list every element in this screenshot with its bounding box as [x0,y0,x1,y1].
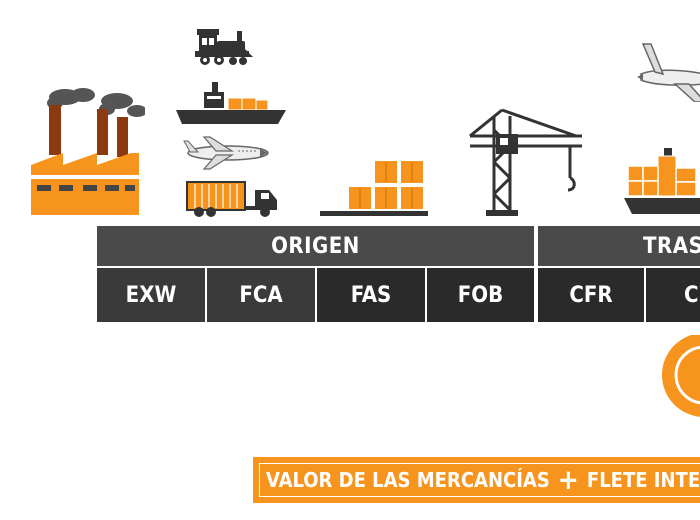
value-right-text: FLETE INTERNACION [586,468,700,492]
term-fob: FOB [427,268,534,322]
ship-icon [174,78,288,128]
airplane-icon [180,135,272,171]
factory-icon [27,85,145,217]
airplane-large-icon [635,40,700,102]
container-ship-icon [624,146,700,220]
value-formula-inner: VALOR DE LAS MERCANCÍAS + FLETE INTERNAC… [259,463,700,497]
term-fca: FCA [207,268,315,322]
origen-bar: ORIGEN [97,226,534,266]
term-exw: EXW [97,268,205,322]
term-cfr: CFR [538,268,644,322]
traslado-bar: TRASLA [538,226,700,266]
pallet-boxes-icon [320,158,428,218]
value-left-text: VALOR DE LAS MERCANCÍAS [266,468,550,492]
train-icon [193,25,255,67]
term-fas: FAS [317,268,425,322]
truck-icon [185,180,281,218]
plus-icon: + [557,463,579,496]
crane-icon [466,106,586,218]
term-c-partial: C [646,268,700,322]
orange-circle-icon [656,335,700,421]
value-formula-box: VALOR DE LAS MERCANCÍAS + FLETE INTERNAC… [253,457,700,503]
